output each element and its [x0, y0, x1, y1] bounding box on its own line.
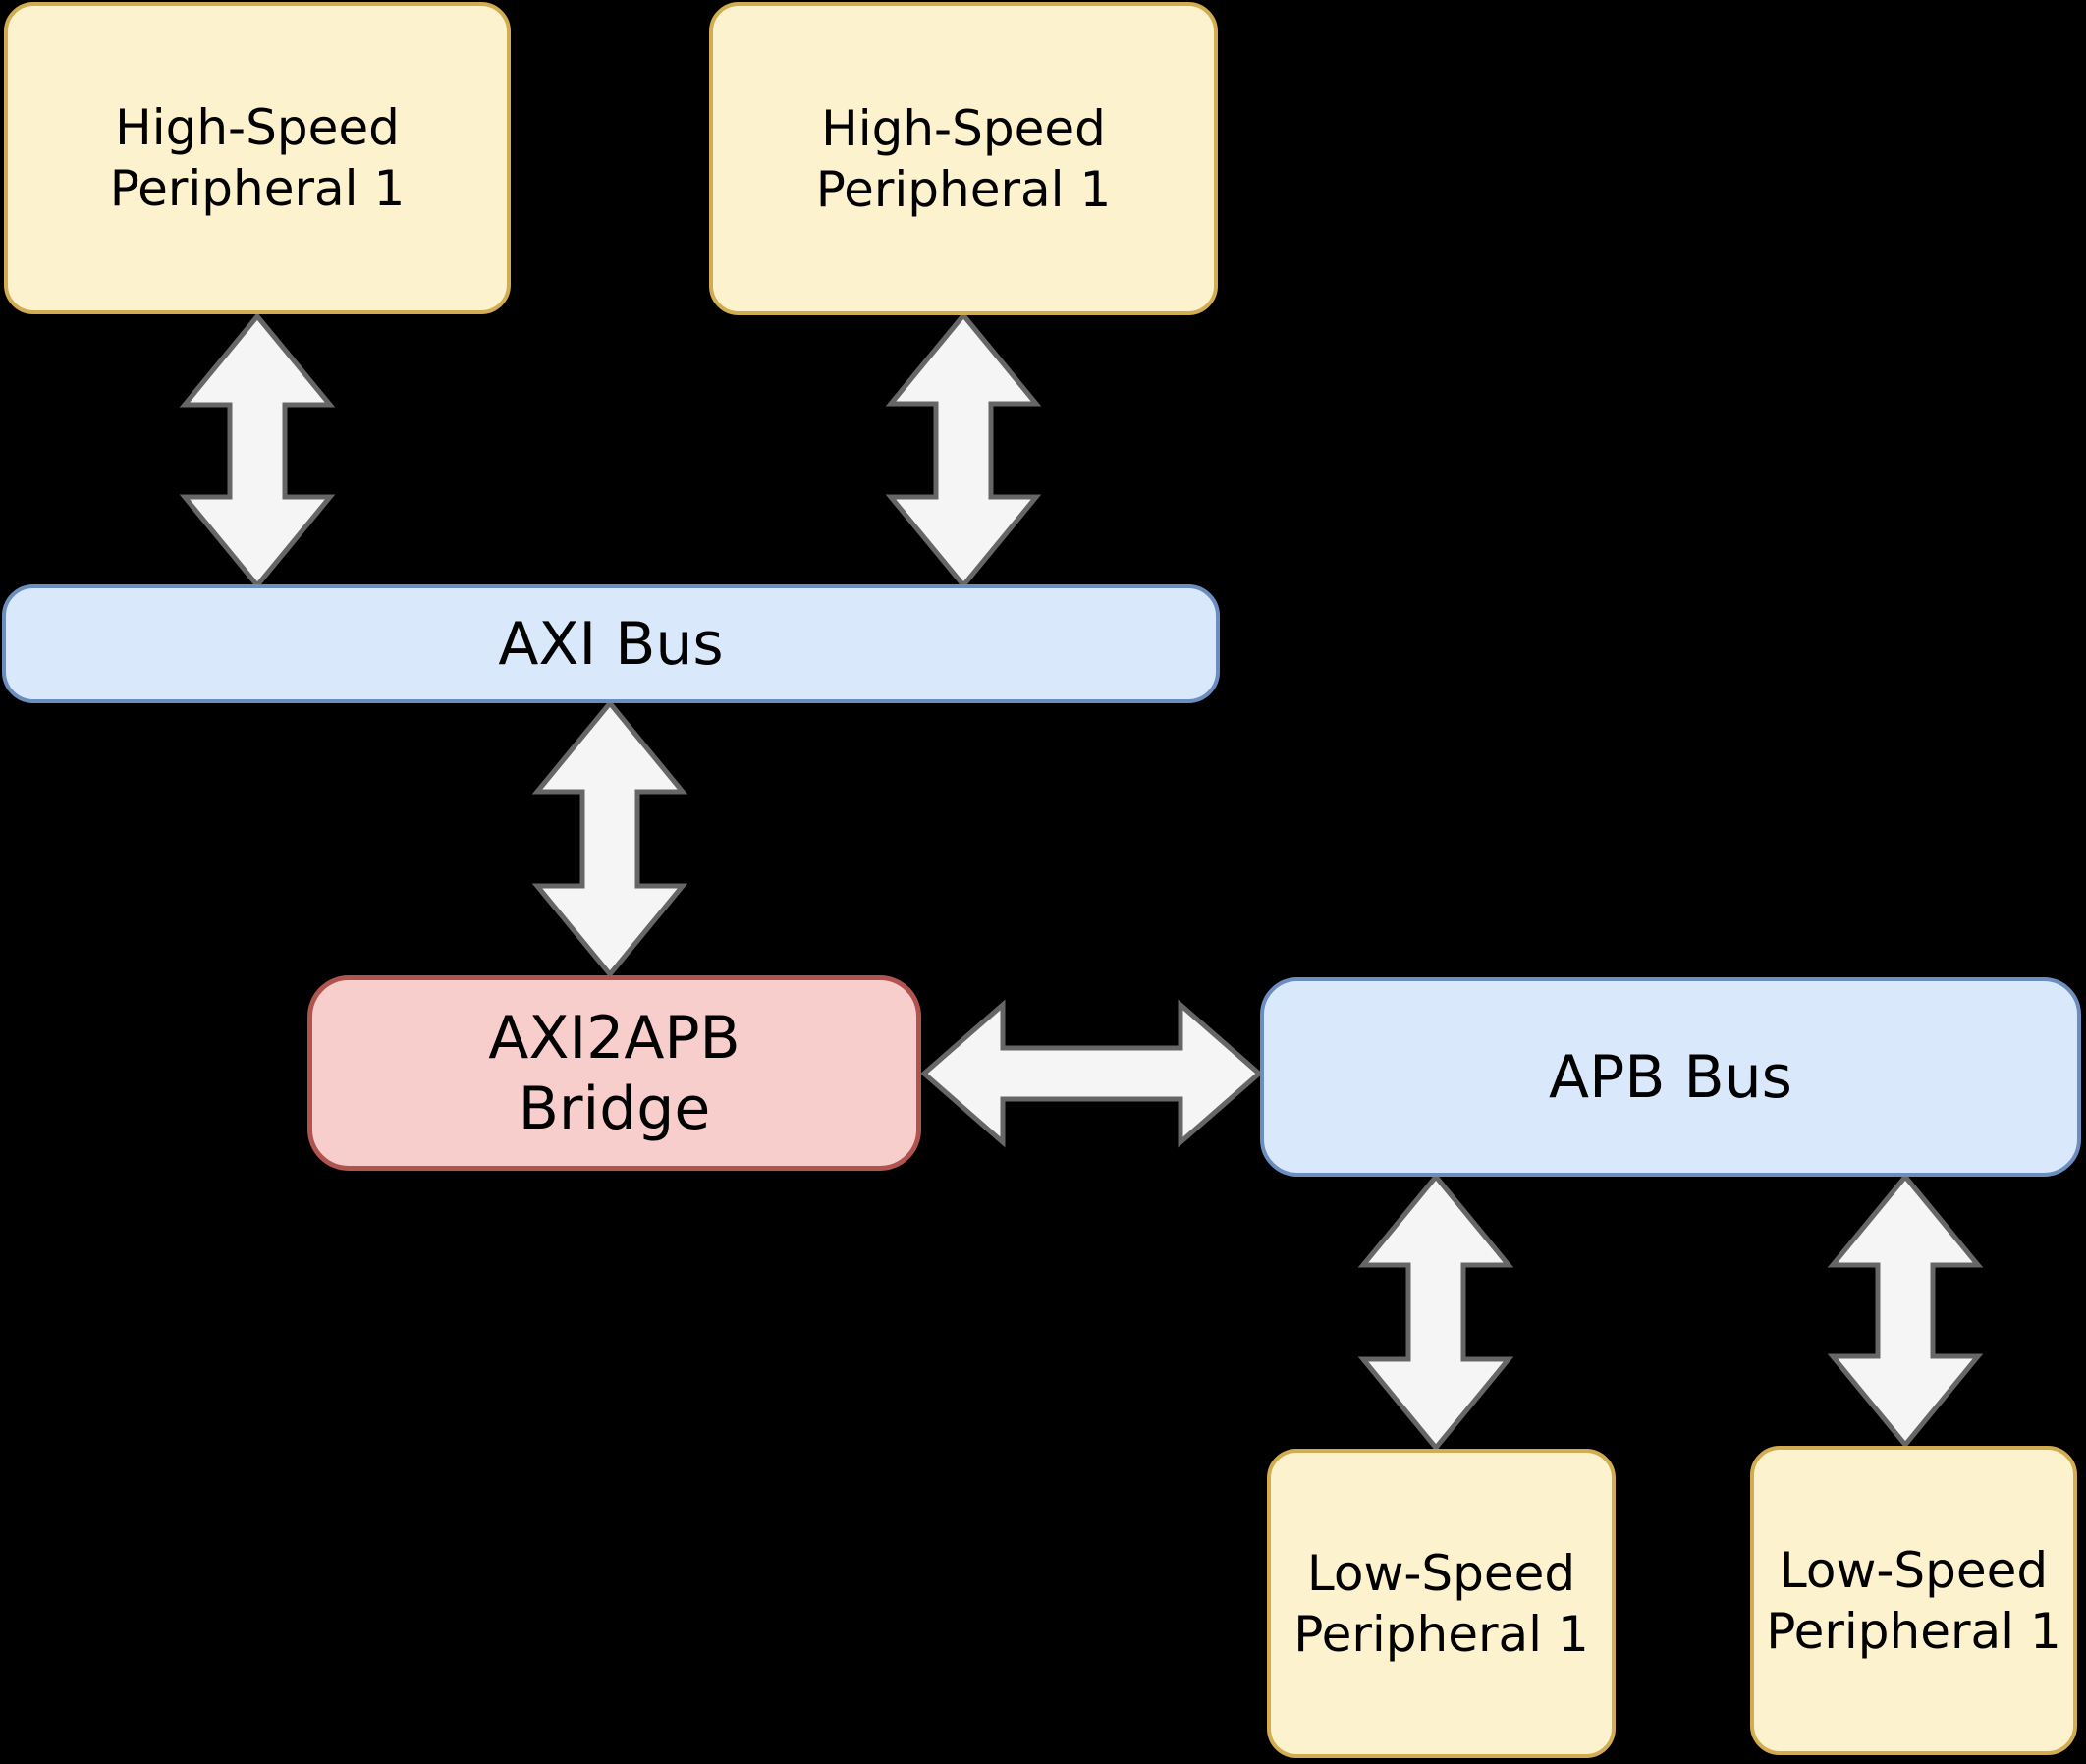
double-arrow-axi_bus-axi2apb_bridge: [531, 699, 688, 978]
node-low-speed-peripheral-1-left: Low-Speed Peripheral 1: [1267, 1449, 1616, 1758]
node-label: Low-Speed Peripheral 1: [1293, 1543, 1589, 1665]
node-high-speed-peripheral-1-left: High-Speed Peripheral 1: [4, 2, 511, 314]
node-label: High-Speed Peripheral 1: [816, 98, 1112, 220]
node-label-line: APB Bus: [1549, 1042, 1792, 1112]
double-arrow-apb_bus-ls_peripheral_a: [1357, 1173, 1514, 1452]
node-label: AXI2APB Bridge: [488, 1003, 740, 1144]
node-apb-bus: APB Bus: [1260, 977, 2081, 1177]
double-arrow-hs_peripheral_b-axi_bus: [885, 311, 1042, 589]
double-arrow-axi2apb_bridge-apb_bus: [920, 999, 1263, 1148]
node-label-line: Bridge: [518, 1074, 711, 1143]
node-label-line: Peripheral 1: [1293, 1605, 1589, 1663]
node-label-line: Low-Speed: [1306, 1544, 1576, 1602]
node-label: APB Bus: [1549, 1042, 1792, 1113]
node-label-line: AXI2APB: [488, 1003, 741, 1073]
node-label-line: Peripheral 1: [109, 160, 406, 217]
node-high-speed-peripheral-1-right: High-Speed Peripheral 1: [709, 2, 1218, 315]
double-arrow-apb_bus-ls_peripheral_b: [1827, 1173, 1984, 1449]
node-label-line: Peripheral 1: [815, 160, 1112, 218]
node-label: Low-Speed Peripheral 1: [1766, 1540, 2061, 1662]
node-label-line: High-Speed: [115, 99, 400, 156]
node-low-speed-peripheral-1-right: Low-Speed Peripheral 1: [1750, 1446, 2077, 1755]
node-axi-bus: AXI Bus: [2, 584, 1220, 703]
node-label-line: Low-Speed: [1779, 1541, 2049, 1599]
node-label: High-Speed Peripheral 1: [110, 97, 406, 219]
node-label-line: Peripheral 1: [1766, 1602, 2061, 1660]
node-label: AXI Bus: [498, 609, 723, 680]
node-axi2apb-bridge: AXI2APB Bridge: [307, 975, 921, 1171]
double-arrow-hs_peripheral_a-axi_bus: [179, 312, 336, 589]
node-label-line: High-Speed: [821, 99, 1106, 157]
node-label-line: AXI Bus: [498, 609, 724, 679]
